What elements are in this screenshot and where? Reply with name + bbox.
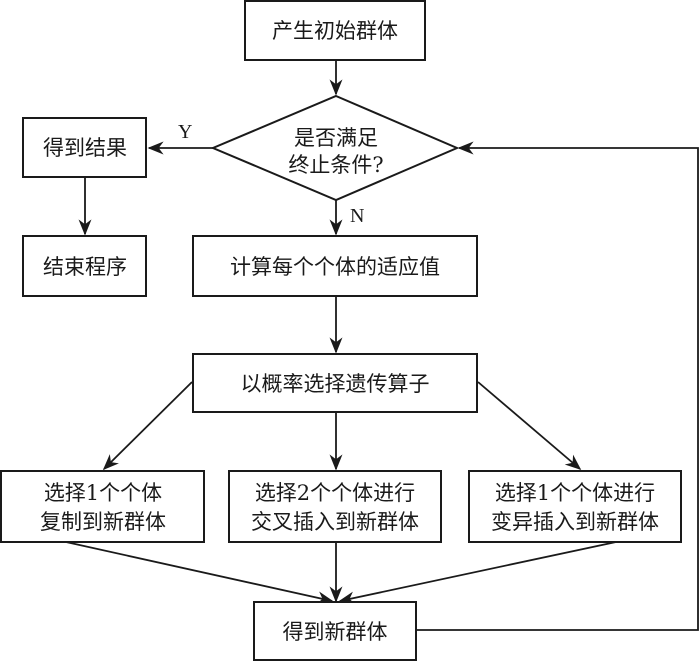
- edge-label-yes: Y: [178, 121, 192, 143]
- node-new-population-text: 得到新群体: [283, 620, 388, 644]
- node-fitness: 计算每个个体的适应值: [192, 235, 478, 297]
- node-crossover: 选择2个个体进行 交叉插入到新群体: [228, 470, 442, 543]
- node-mutation-text-line1: 选择1个个体进行: [495, 481, 655, 505]
- node-crossover-text-line2: 交叉插入到新群体: [251, 510, 419, 534]
- edge-select-to-mutation: [477, 381, 582, 471]
- node-select-operator-text: 以概率选择遗传算子: [241, 372, 430, 396]
- node-select-operator: 以概率选择遗传算子: [192, 353, 478, 413]
- node-crossover-text-line1: 选择2个个体进行: [255, 481, 415, 505]
- node-fitness-text: 计算每个个体的适应值: [230, 255, 440, 279]
- node-result: 得到结果: [22, 117, 147, 178]
- node-result-text: 得到结果: [43, 136, 127, 160]
- node-start-text: 产生初始群体: [272, 19, 398, 43]
- edge-newpop-to-decision: [416, 141, 699, 631]
- node-start: 产生初始群体: [244, 0, 426, 61]
- node-decision: 是否满足 终止条件?: [210, 94, 460, 202]
- edge-select-to-copy: [102, 381, 193, 471]
- node-copy-text-line1: 选择1个个体: [44, 481, 162, 505]
- node-mutation: 选择1个个体进行 变异插入到新群体: [468, 470, 682, 543]
- edge-label-no: N: [350, 205, 364, 227]
- edge-copy-to-newpop: [65, 541, 334, 605]
- node-end-text: 结束程序: [43, 255, 127, 279]
- edges: [65, 60, 699, 631]
- node-copy-text-line2: 复制到新群体: [40, 510, 166, 534]
- node-decision-text-line2: 终止条件?: [288, 153, 383, 177]
- node-copy: 选择1个个体 复制到新群体: [0, 470, 205, 543]
- edge-mutation-to-newpop: [338, 541, 617, 605]
- node-decision-text-line1: 是否满足: [294, 126, 378, 150]
- node-new-population: 得到新群体: [253, 601, 417, 661]
- node-mutation-text-line2: 变异插入到新群体: [491, 510, 659, 534]
- node-end: 结束程序: [22, 235, 147, 297]
